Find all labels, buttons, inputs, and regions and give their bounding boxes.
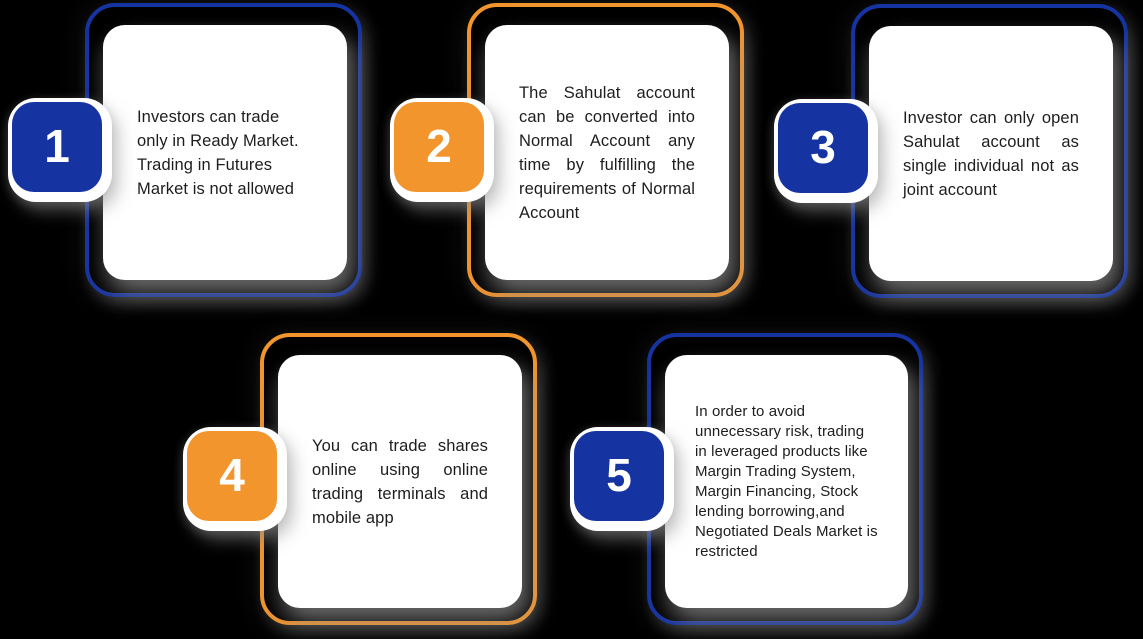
card-4-text: You can trade shares online using online… [312,436,488,527]
card-2-number-square: 2 [394,102,484,192]
card-2-number: 2 [426,120,452,172]
card-3-number-square: 3 [778,103,868,193]
card-2-body: The Sahulat account can be converted int… [485,25,729,280]
card-5: 5 In order to avoid unnecessary risk, tr… [570,333,923,625]
card-4-body: You can trade shares online using online… [278,355,522,608]
card-5-body: In order to avoid unnecessary risk, trad… [665,355,908,608]
card-4-number: 4 [219,449,245,501]
card-2-number-badge: 2 [390,98,494,202]
card-3-text: Investor can only open Sahulat account a… [903,108,1079,199]
card-1-body: Investors can trade only in Ready Market… [103,25,347,280]
card-3-number: 3 [810,121,836,173]
card-5-number-badge: 5 [570,427,674,531]
card-5-text: In order to avoid unnecessary risk, trad… [695,402,878,560]
card-1-number-badge: 1 [8,98,112,202]
card-2-text: The Sahulat account can be converted int… [519,83,695,222]
card-3-body: Investor can only open Sahulat account a… [869,26,1113,281]
card-4-number-badge: 4 [183,427,287,531]
card-1: 1 Investors can trade only in Ready Mark… [8,3,362,297]
card-2: 2 The Sahulat account can be converted i… [390,3,744,297]
card-1-text: Investors can trade only in Ready Market… [137,107,299,198]
card-4-number-square: 4 [187,431,277,521]
card-4: 4 You can trade shares online using onli… [183,333,537,625]
card-1-number-square: 1 [12,102,102,192]
card-1-number: 1 [44,120,70,172]
card-5-number: 5 [606,449,632,501]
card-5-number-square: 5 [574,431,664,521]
card-3-number-badge: 3 [774,99,878,203]
card-3: 3 Investor can only open Sahulat account… [774,4,1128,298]
